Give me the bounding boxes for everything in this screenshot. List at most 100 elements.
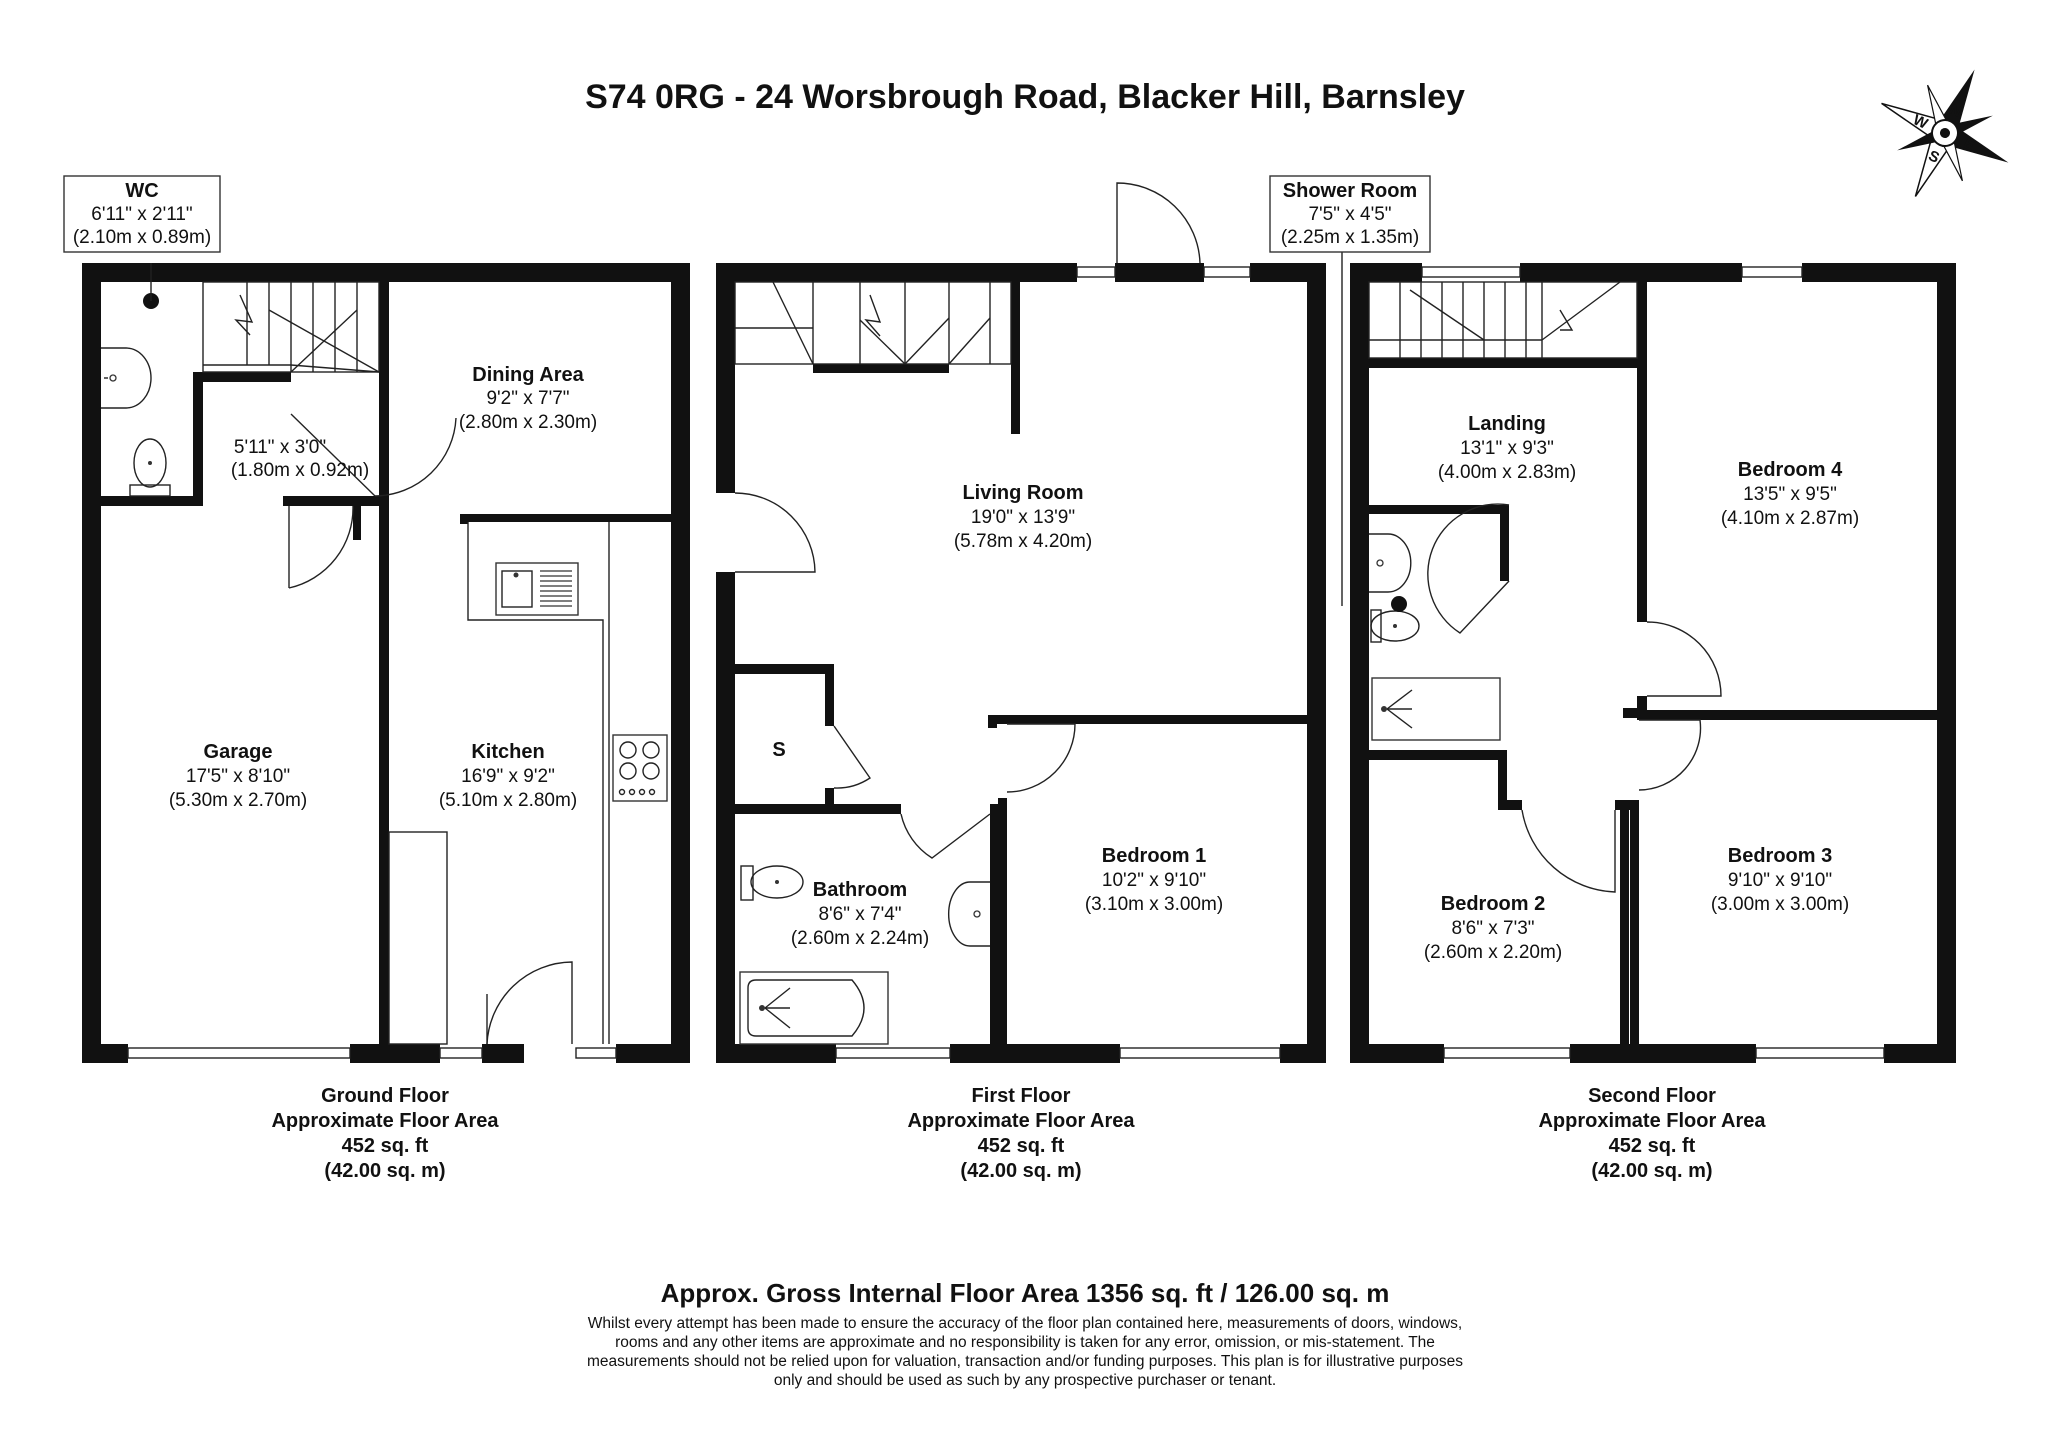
disclaimer: Whilst every attempt has been made to en… xyxy=(587,1315,1463,1389)
svg-text:7'5" x 4'5": 7'5" x 4'5" xyxy=(1308,204,1391,225)
toilet-icon xyxy=(740,865,804,901)
svg-text:Bedroom 2: Bedroom 2 xyxy=(1441,893,1545,915)
svg-text:452 sq. ft: 452 sq. ft xyxy=(342,1135,429,1157)
svg-text:10'2" x 9'10": 10'2" x 9'10" xyxy=(1102,870,1206,891)
bedroom-4-door xyxy=(1646,621,1722,697)
storage-label: S xyxy=(772,739,785,761)
living-room-label: Living Room 19'0" x 13'9" (5.78m x 4.20m… xyxy=(954,482,1092,552)
svg-text:(2.60m x 2.20m): (2.60m x 2.20m) xyxy=(1424,942,1562,963)
bedroom-2-label: Bedroom 2 8'6" x 7'3" (2.60m x 2.20m) xyxy=(1424,893,1562,963)
window xyxy=(835,1047,951,1059)
compass-rose-icon: N E S W xyxy=(1881,69,2009,197)
svg-text:5'11" x 3'0": 5'11" x 3'0" xyxy=(234,437,326,458)
stairs xyxy=(1368,281,1638,359)
svg-text:452 sq. ft: 452 sq. ft xyxy=(1609,1135,1696,1157)
svg-text:only and should be used as suc: only and should be used as such by any p… xyxy=(774,1372,1276,1389)
svg-text:First Floor: First Floor xyxy=(972,1085,1071,1107)
toilet-icon xyxy=(129,438,171,497)
svg-text:rooms and any other items are: rooms and any other items are approximat… xyxy=(615,1334,1435,1351)
svg-text:Whilst every attempt has been: Whilst every attempt has been made to en… xyxy=(588,1315,1463,1332)
total-floor-area: Approx. Gross Internal Floor Area 1356 s… xyxy=(661,1278,1390,1308)
svg-text:Approximate Floor Area: Approximate Floor Area xyxy=(907,1110,1135,1132)
door xyxy=(1116,182,1201,264)
svg-text:Living Room: Living Room xyxy=(962,482,1083,504)
bedroom-3-door xyxy=(1638,719,1702,791)
bedroom-1-label: Bedroom 1 10'2" x 9'10" (3.10m x 3.00m) xyxy=(1085,845,1223,915)
garage-label: Garage 17'5" x 8'10" (5.30m x 2.70m) xyxy=(169,741,307,811)
svg-text:8'6" x 7'4": 8'6" x 7'4" xyxy=(818,904,901,925)
bath-icon xyxy=(739,971,889,1045)
svg-text:Landing: Landing xyxy=(1468,413,1546,435)
svg-text:(1.80m x 0.92m): (1.80m x 0.92m) xyxy=(231,460,369,481)
bedroom-1-door xyxy=(1006,723,1076,793)
bathroom-door xyxy=(900,813,991,859)
bedroom-2-door xyxy=(1521,809,1616,893)
svg-text:Bedroom 3: Bedroom 3 xyxy=(1728,845,1832,867)
svg-text:(2.10m x 0.89m): (2.10m x 0.89m) xyxy=(73,227,211,248)
ground-floor-plan: WC 6'11" x 2'11" (2.10m x 0.89m) 5'11" x… xyxy=(63,175,690,1063)
first-floor-plan: Living Room 19'0" x 13'9" (5.78m x 4.20m… xyxy=(716,182,1326,1063)
svg-text:9'2" x 7'7": 9'2" x 7'7" xyxy=(486,388,569,409)
kitchen-worktop xyxy=(467,522,604,1044)
kitchen-sink-icon xyxy=(495,562,579,616)
wc-label: WC 6'11" x 2'11" (2.10m x 0.89m) xyxy=(63,175,221,253)
store-door xyxy=(833,725,871,789)
svg-text:(2.60m x 2.24m): (2.60m x 2.24m) xyxy=(791,928,929,949)
svg-text:(3.10m x 3.00m): (3.10m x 3.00m) xyxy=(1085,894,1223,915)
window xyxy=(1443,1047,1571,1059)
svg-text:19'0" x 13'9": 19'0" x 13'9" xyxy=(971,507,1075,528)
window xyxy=(1119,1047,1281,1059)
stairs xyxy=(202,281,380,373)
svg-text:(42.00 sq. m): (42.00 sq. m) xyxy=(1591,1160,1712,1182)
kitchen-cabinet xyxy=(388,831,448,1045)
bedroom-3-label: Bedroom 3 9'10" x 9'10" (3.00m x 3.00m) xyxy=(1711,845,1849,915)
svg-text:13'1" x 9'3": 13'1" x 9'3" xyxy=(1460,438,1554,459)
first-floor-area: First Floor Approximate Floor Area 452 s… xyxy=(907,1085,1135,1182)
window xyxy=(1421,266,1521,278)
landing-label: Landing 13'1" x 9'3" (4.00m x 2.83m) xyxy=(1438,413,1576,483)
window xyxy=(1755,1047,1885,1059)
svg-text:(2.80m x 2.30m): (2.80m x 2.30m) xyxy=(459,412,597,433)
svg-text:Ground Floor: Ground Floor xyxy=(321,1085,449,1107)
svg-text:WC: WC xyxy=(125,180,158,202)
dining-area-label: Dining Area 9'2" x 7'7" (2.80m x 2.30m) xyxy=(459,364,597,433)
svg-text:measurements should not be rel: measurements should not be relied upon f… xyxy=(587,1353,1463,1370)
svg-text:Approximate Floor Area: Approximate Floor Area xyxy=(1538,1110,1766,1132)
second-floor-area: Second Floor Approximate Floor Area 452 … xyxy=(1538,1085,1766,1182)
door xyxy=(734,492,816,573)
svg-text:Approximate Floor Area: Approximate Floor Area xyxy=(271,1110,499,1132)
svg-text:Second Floor: Second Floor xyxy=(1588,1085,1716,1107)
shower-tray-icon xyxy=(1371,677,1501,741)
window xyxy=(1203,266,1251,278)
bedroom-4-label: Bedroom 4 13'5" x 9'5" (4.10m x 2.87m) xyxy=(1721,459,1859,529)
window xyxy=(1741,266,1803,278)
basin-icon xyxy=(1369,533,1412,593)
svg-text:17'5" x 8'10": 17'5" x 8'10" xyxy=(186,766,290,787)
stairs xyxy=(734,281,1012,365)
svg-text:(4.00m x 2.83m): (4.00m x 2.83m) xyxy=(1438,462,1576,483)
svg-text:(3.00m x 3.00m): (3.00m x 3.00m) xyxy=(1711,894,1849,915)
svg-text:(42.00 sq. m): (42.00 sq. m) xyxy=(324,1160,445,1182)
plan-title: S74 0RG - 24 Worsbrough Road, Blacker Hi… xyxy=(585,78,1465,116)
second-floor-plan: Shower Room 7'5" x 4'5" (2.25m x 1.35m) … xyxy=(1269,175,1956,1063)
door xyxy=(290,413,376,497)
svg-text:6'11" x 2'11": 6'11" x 2'11" xyxy=(91,204,192,225)
svg-text:Dining Area: Dining Area xyxy=(472,364,584,386)
svg-text:Garage: Garage xyxy=(204,741,273,763)
window xyxy=(1076,266,1116,278)
svg-text:Bedroom 1: Bedroom 1 xyxy=(1102,845,1206,867)
hob-icon xyxy=(612,734,668,802)
svg-text:(5.10m x 2.80m): (5.10m x 2.80m) xyxy=(439,790,577,811)
soil-pipe-icon xyxy=(1391,596,1407,612)
svg-text:13'5" x 9'5": 13'5" x 9'5" xyxy=(1743,484,1837,505)
svg-text:(5.78m x 4.20m): (5.78m x 4.20m) xyxy=(954,531,1092,552)
garage-door xyxy=(127,1047,351,1059)
basin-icon xyxy=(101,347,152,409)
hall-label: 5'11" x 3'0" (1.80m x 0.92m) xyxy=(231,437,369,481)
kitchen-label: Kitchen 16'9" x 9'2" (5.10m x 2.80m) xyxy=(439,741,577,811)
basin-icon xyxy=(947,881,990,947)
bathroom-label: Bathroom 8'6" x 7'4" (2.60m x 2.24m) xyxy=(791,879,929,949)
svg-text:(2.25m x 1.35m): (2.25m x 1.35m) xyxy=(1281,227,1419,248)
shower-room-door xyxy=(1427,503,1510,634)
